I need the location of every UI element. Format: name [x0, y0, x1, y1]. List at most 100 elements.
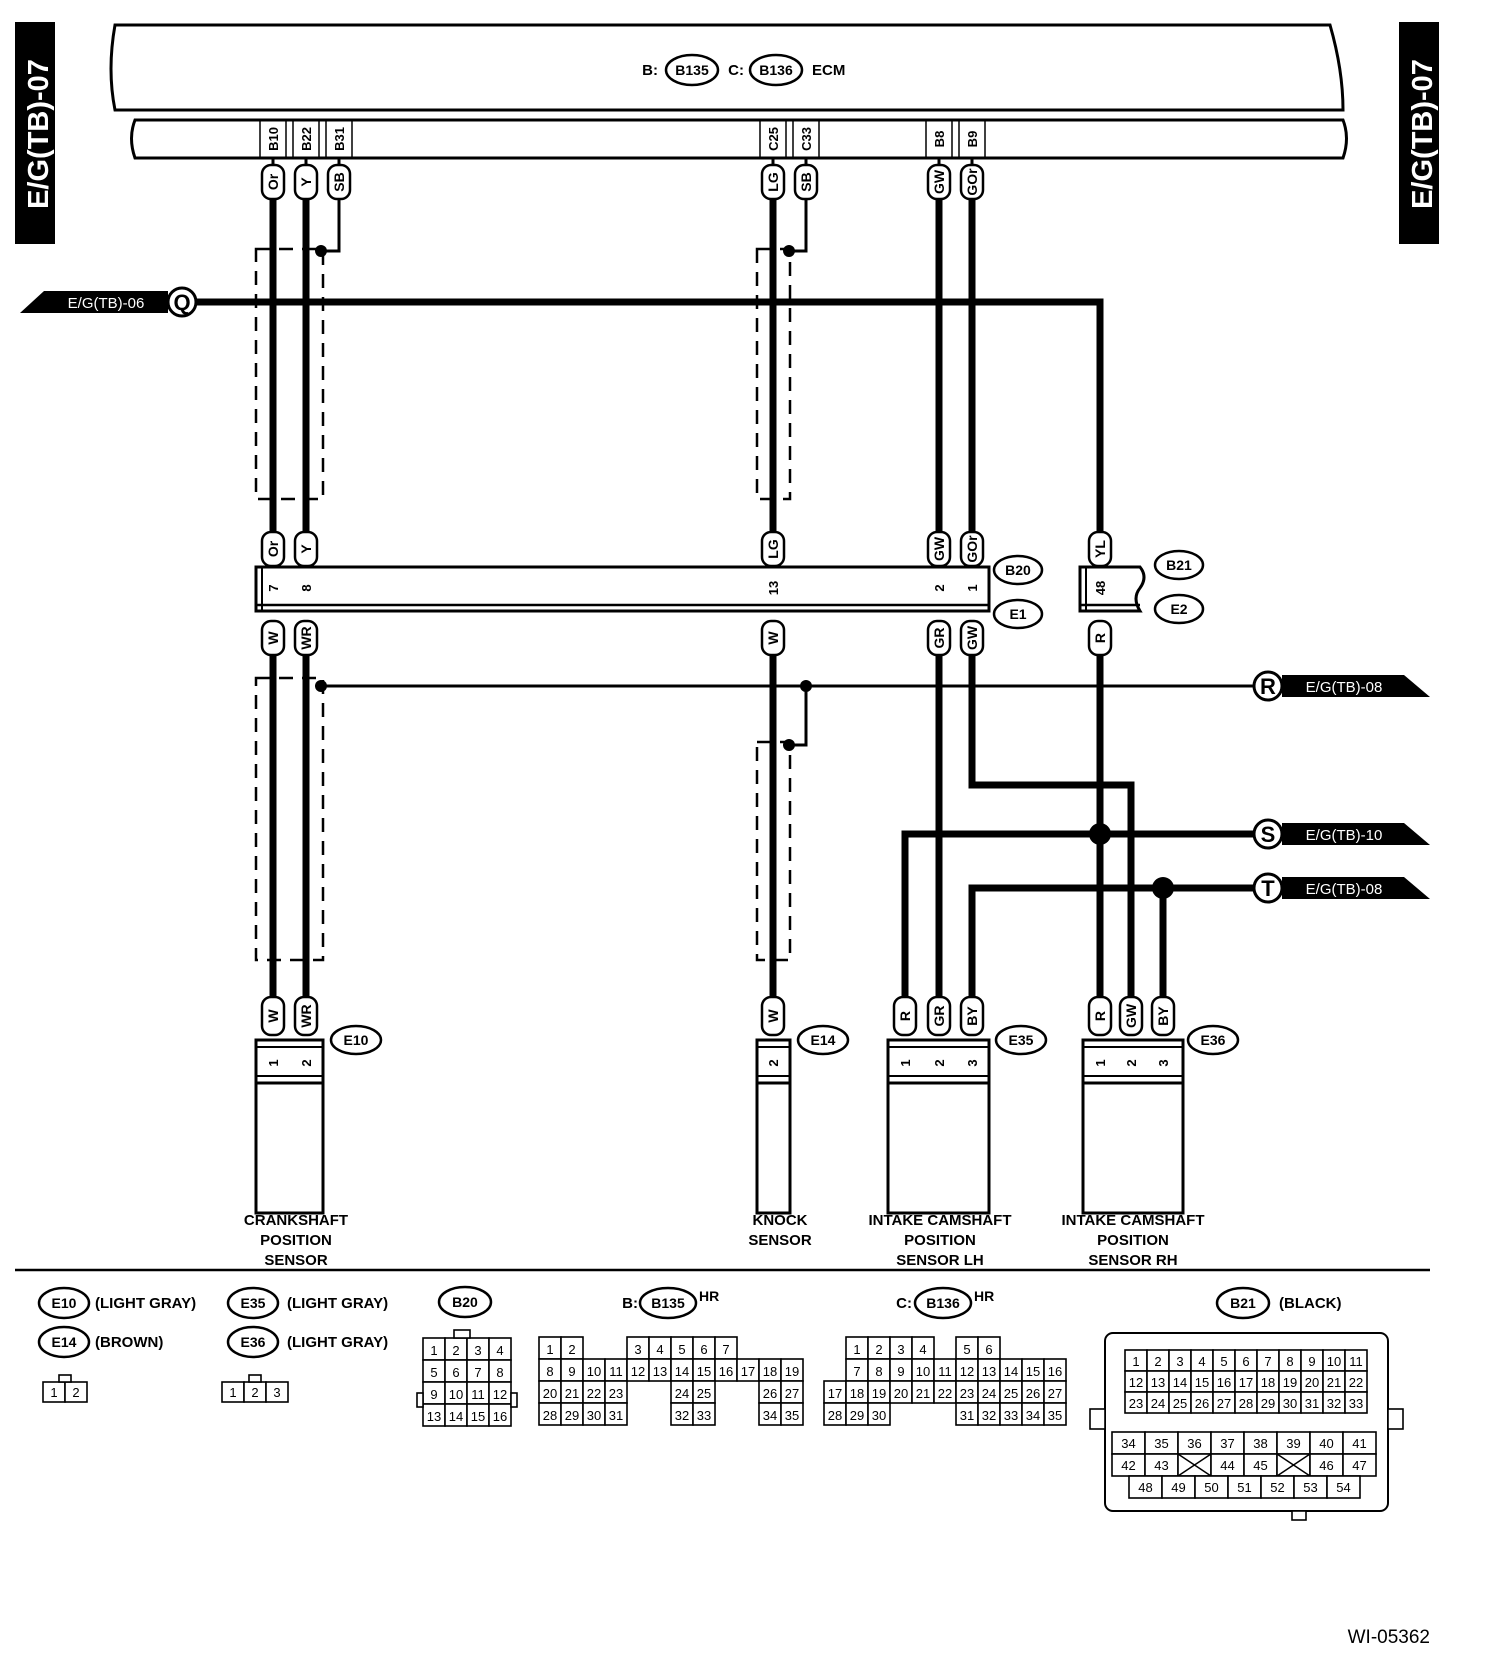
legend-b20-pin: 11 [471, 1387, 485, 1402]
legend-b135-pin: 23 [609, 1386, 623, 1401]
legend-b135-pin: 1 [546, 1342, 553, 1357]
ref-s-page: E/G(TB)-10 [1306, 827, 1383, 844]
legend-b21-pin: 42 [1121, 1458, 1135, 1473]
sensor-e35-wire-1-text: GR [931, 1006, 947, 1027]
sensor-e14-name-line: SENSOR [748, 1232, 812, 1249]
legend-b136-pin: 24 [982, 1386, 996, 1401]
legend-b135-pin: 20 [543, 1386, 557, 1401]
legend-b20-pin: 2 [452, 1343, 459, 1358]
ref-s: E/G(TB)-10 S [1252, 818, 1430, 850]
legend-b136-pin: 2 [875, 1342, 882, 1357]
jc-code-e1: E1 [1009, 606, 1026, 622]
ecm-wire-color-c25-text: LG [765, 172, 781, 192]
legend-b136-suffix: HR [974, 1288, 994, 1304]
legend-b21-pin: 11 [1349, 1354, 1363, 1369]
legend-b135-pin: 35 [785, 1408, 799, 1423]
legend-b135-pin: 11 [609, 1364, 623, 1379]
ecm-pin-c25: C25 [766, 127, 781, 151]
sensor-e36-wire-2-text: BY [1155, 1006, 1171, 1026]
ecm-wire-color-b8-text: GW [931, 169, 947, 194]
jc-lower-color-5-text: R [1092, 633, 1108, 643]
ecm-wire-color-b9-text: GOr [964, 168, 980, 196]
legend-b136-pin: 6 [985, 1342, 992, 1357]
legend-b21-pin: 15 [1195, 1375, 1209, 1390]
sensor-e10-pin-1: 1 [266, 1059, 281, 1066]
legend-b135-pin: 34 [763, 1408, 777, 1423]
legend-b135-pin: 10 [587, 1364, 601, 1379]
ecm-pin-c33: C33 [799, 127, 814, 151]
legend-b21-pin: 36 [1187, 1436, 1201, 1451]
sensor-e10-wire-0-text: W [265, 1009, 281, 1023]
sensor-e36-name-line: POSITION [1097, 1232, 1169, 1249]
legend-b21-pin: 37 [1220, 1436, 1234, 1451]
sensor-e36-code: E36 [1201, 1032, 1226, 1048]
sensor-e35-name-line: POSITION [904, 1232, 976, 1249]
legend-b21-pin: 19 [1283, 1375, 1297, 1390]
legend-b20-pin: 9 [430, 1387, 437, 1402]
ecm-wire-color-c33: SB [793, 163, 819, 201]
legend-b136-pin: 31 [960, 1408, 974, 1423]
legend-b136-code: B136 [926, 1295, 960, 1311]
page-tab-right: E/G(TB)-07 [1399, 22, 1439, 244]
jc-lower-color-3-text: GR [931, 628, 947, 649]
legend-b21-pin: 44 [1220, 1458, 1234, 1473]
sensor-e10-pin-2: 2 [299, 1059, 314, 1066]
legend-b136-pin: 30 [872, 1408, 886, 1423]
legend-b135-pin: 8 [546, 1364, 553, 1379]
legend-b135-pin: 3 [634, 1342, 641, 1357]
legend-b21-pin: 28 [1239, 1396, 1253, 1411]
sensor-e10-code: E10 [344, 1032, 369, 1048]
sensor-e14-name-line: KNOCK [753, 1212, 808, 1229]
ecm-pin-b9: B9 [965, 131, 980, 148]
jc-upper-color-5-text: YL [1092, 540, 1108, 558]
legend-b21-pin: 25 [1173, 1396, 1187, 1411]
sensor-e35-code: E35 [1009, 1032, 1034, 1048]
legend-b136-pin: 34 [1026, 1408, 1040, 1423]
legend-e36-desc: (LIGHT GRAY) [287, 1334, 388, 1351]
legend-b136-pin: 5 [963, 1342, 970, 1357]
legend-b135-pin: 29 [565, 1408, 579, 1423]
ref-q: E/G(TB)-06 Q [20, 286, 198, 318]
ecm-wire-color-b10: Or [260, 163, 286, 201]
figure-id: WI-05362 [1348, 1627, 1430, 1648]
sensor-e10-wire-1-text: WR [298, 1004, 314, 1027]
jc-lower-color-2: W [760, 619, 786, 657]
sensor-e35-name-line: INTAKE CAMSHAFT [868, 1212, 1011, 1229]
legend-b135-suffix: HR [699, 1288, 719, 1304]
legend-b136-pin: 23 [960, 1386, 974, 1401]
sensor-e36-wire-0-text: R [1092, 1011, 1108, 1021]
legend-b21-pin: 31 [1305, 1396, 1319, 1411]
legend-b21-pin: 48 [1138, 1480, 1152, 1495]
legend-b21-pin: 46 [1319, 1458, 1333, 1473]
legend-b135-pin: 30 [587, 1408, 601, 1423]
legend-b20-pin: 8 [496, 1365, 503, 1380]
legend-b21-pin: 1 [1132, 1354, 1139, 1369]
legend-b135-pin: 6 [700, 1342, 707, 1357]
jc-pin-7: 7 [266, 584, 281, 591]
legend-b21-pin: 35 [1154, 1436, 1168, 1451]
jc-lower-color-3: GR [926, 619, 952, 657]
wires [196, 158, 1254, 997]
legend-b21-pin: 40 [1319, 1436, 1333, 1451]
sensor-e10-name-line: POSITION [260, 1232, 332, 1249]
ecm-wire-color-b8: GW [926, 163, 952, 201]
legend-b21-pin: 17 [1239, 1375, 1253, 1390]
ecm-pin-b10: B10 [266, 127, 281, 151]
page-tab-right-text: E/G(TB)-07 [1407, 59, 1439, 209]
legend-b136-pin: 29 [850, 1408, 864, 1423]
legend-b21-pin: 12 [1129, 1375, 1143, 1390]
legend-b136-pin: 15 [1026, 1364, 1040, 1379]
page-tab-left: E/G(TB)-07 [15, 22, 55, 244]
legend-b136-pin: 33 [1004, 1408, 1018, 1423]
jc-lower-color-5: R [1087, 619, 1113, 657]
ecm-pin-b8: B8 [932, 131, 947, 148]
legend-b136-pin: 12 [960, 1364, 974, 1379]
legend-b136-pin: 3 [897, 1342, 904, 1357]
jc-pin-8: 8 [299, 584, 314, 591]
legend-b135-pin: 5 [678, 1342, 685, 1357]
legend-b136-pin: 20 [894, 1386, 908, 1401]
legend-b136-pin: 14 [1004, 1364, 1018, 1379]
ref-q-page: E/G(TB)-06 [68, 295, 145, 312]
sensor-e36-name-line: SENSOR RH [1088, 1252, 1177, 1269]
